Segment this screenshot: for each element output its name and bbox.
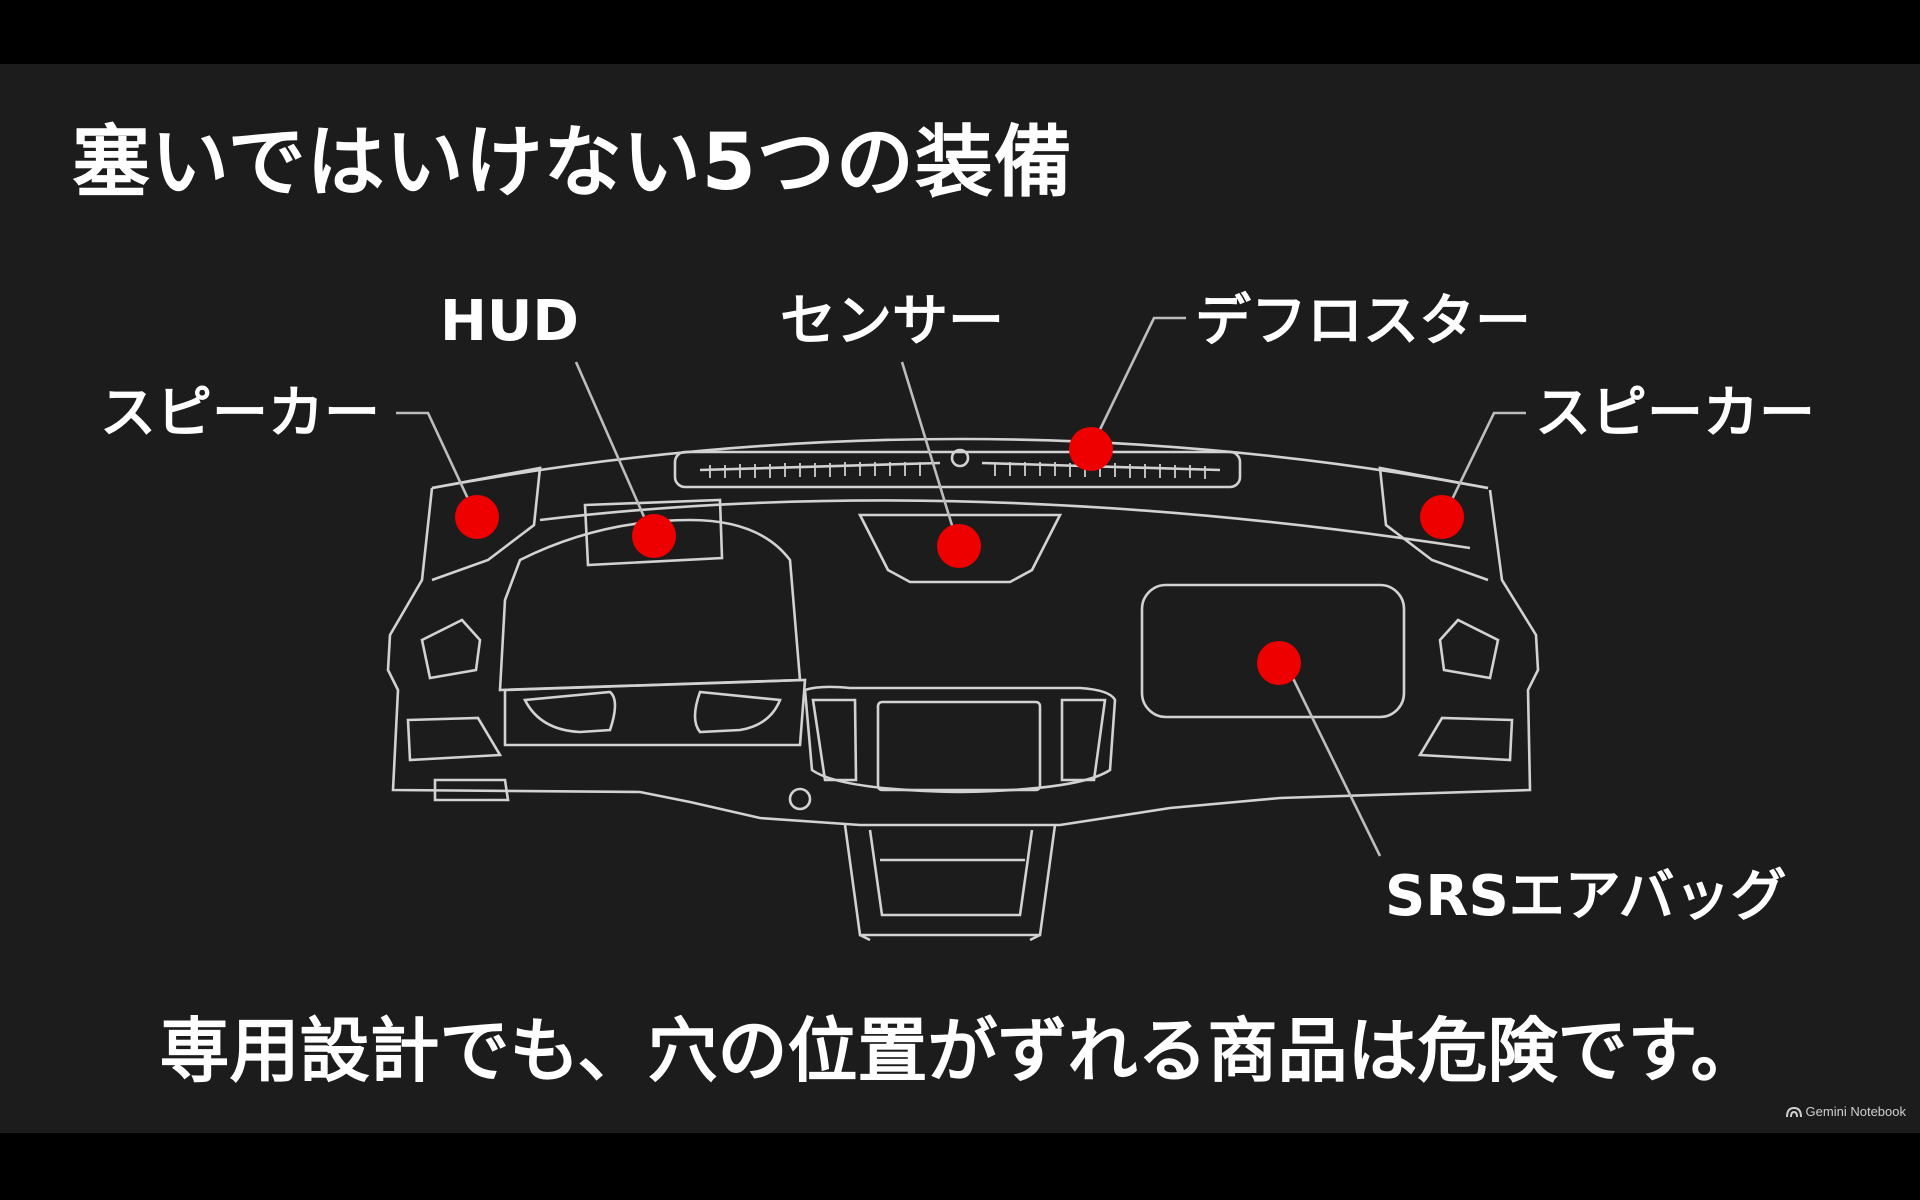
label-defroster: デフロスター: [1195, 289, 1531, 354]
brand-watermark: Gemini Notebook: [1785, 1104, 1906, 1119]
leader-speaker-right: [1442, 411, 1526, 517]
marker-speaker-right: [1420, 495, 1464, 539]
marker-hud: [632, 514, 676, 558]
label-hud: HUD: [440, 289, 579, 354]
marker-sensor: [937, 524, 981, 568]
marker-srs-airbag: [1257, 641, 1301, 685]
leader-defroster: [1091, 316, 1186, 445]
brand-label: Gemini Notebook: [1805, 1104, 1906, 1119]
label-speaker-left: スピーカー: [100, 381, 380, 446]
dashboard-outline: [386, 437, 1540, 942]
dashboard-diagram: スピーカー HUD センサー デフロスター スピーカー SRSエアバッグ: [100, 289, 1815, 942]
notebook-logo-icon: [1785, 1106, 1802, 1117]
slide-title: 塞いではいけない5つの装備: [72, 118, 1073, 208]
slide-caption: 専用設計でも、穴の位置がずれる商品は危険です。: [159, 1010, 1761, 1092]
leader-hud: [574, 361, 654, 536]
letterbox-top: [0, 0, 1920, 64]
letterbox-bottom: [0, 1133, 1920, 1200]
label-sensor: センサー: [780, 289, 1004, 354]
label-speaker-right: スピーカー: [1535, 381, 1815, 446]
leader-speaker-left: [396, 411, 478, 517]
label-srs-airbag: SRSエアバッグ: [1385, 864, 1787, 929]
slide: スピーカー HUD センサー デフロスター スピーカー SRSエアバッグ 塞いで…: [0, 64, 1920, 1133]
leader-sensor: [900, 361, 960, 546]
marker-defroster: [1069, 427, 1113, 471]
marker-speaker-left: [455, 495, 499, 539]
leader-srs-airbag: [1284, 663, 1382, 857]
